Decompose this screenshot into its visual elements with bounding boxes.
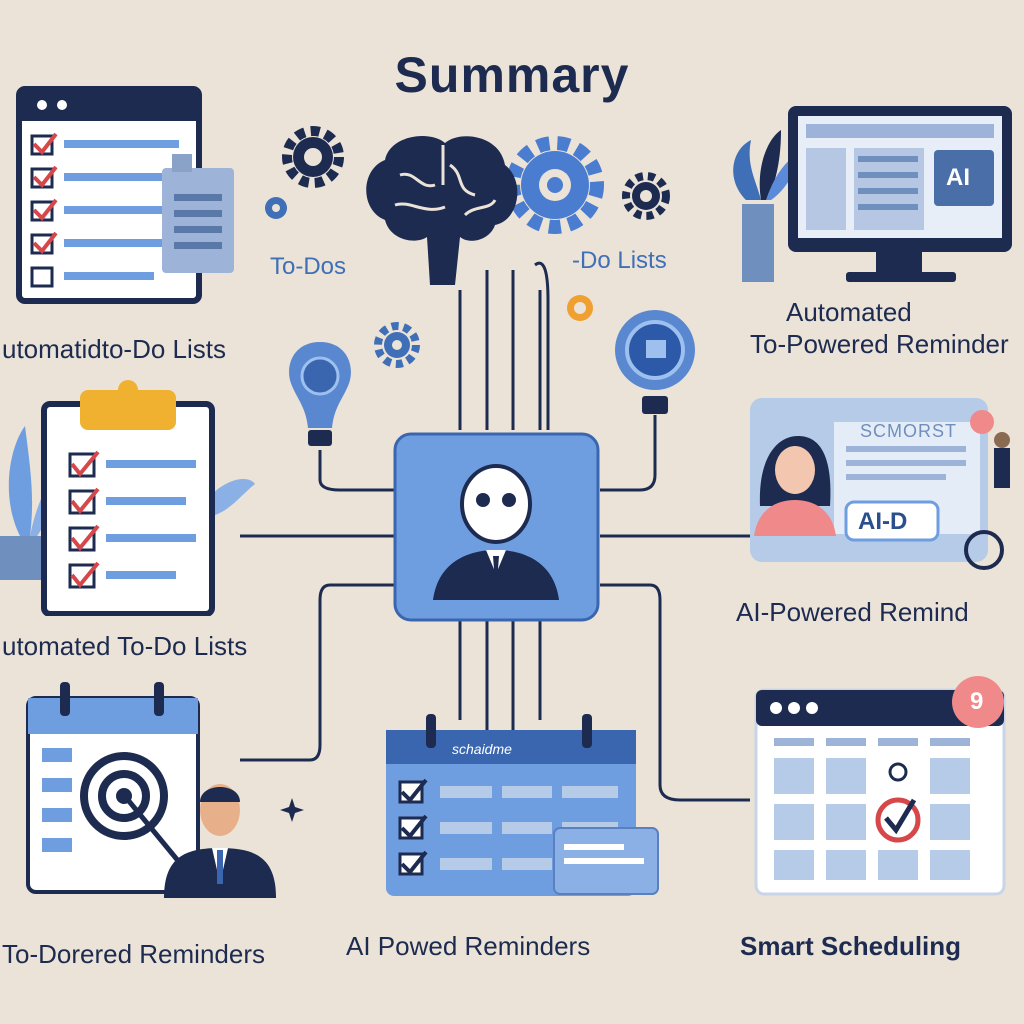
planner-heading: schaidme — [452, 741, 512, 757]
left-mid-caption: utomated To-Do Lists — [2, 631, 248, 661]
left-top-caption: utomatidto-Do Lists — [2, 334, 226, 364]
calendar-notification-badge: 9 — [970, 688, 984, 715]
lightbulb-icon — [289, 342, 351, 446]
large-gear-icon — [506, 136, 604, 234]
page-title: Summary — [394, 47, 630, 103]
to-dos-label: To-Dos — [270, 253, 347, 280]
right-top-caption-line1: Automated — [786, 297, 912, 327]
small-gear-icon — [567, 295, 593, 321]
gear-icon — [374, 322, 420, 368]
calendar-window-icon — [754, 676, 1006, 896]
gear-icon — [622, 172, 670, 220]
right-mid-caption: AI-Powered Remind — [736, 597, 969, 627]
profile-card-icon — [750, 398, 1010, 570]
planner-icon — [386, 714, 659, 896]
monitor-icon — [733, 106, 1012, 282]
profile-card-badge: AI-D — [858, 508, 908, 535]
small-gear-icon — [265, 197, 287, 219]
checklist-document-icon — [16, 86, 234, 304]
brain-icon — [366, 136, 518, 285]
clipboard-checklist-icon — [0, 380, 255, 616]
right-top-caption-line2: To-Powered Reminder — [750, 329, 1009, 359]
ai-assistant-chip — [393, 432, 600, 622]
monitor-ai-badge: AI — [946, 164, 970, 191]
gear-icon — [282, 126, 344, 188]
profile-card-heading: SCMORST — [860, 421, 957, 441]
right-bottom-caption: Smart Scheduling — [740, 931, 962, 961]
do-lists-label: -Do Lists — [572, 247, 667, 274]
left-bottom-caption: To-Dorered Reminders — [2, 939, 265, 969]
lightbulb-icon — [615, 310, 695, 414]
sparkle-icon — [280, 798, 304, 822]
calendar-target-icon — [26, 682, 276, 898]
center-bottom-caption: AI Powed Reminders — [346, 931, 591, 961]
